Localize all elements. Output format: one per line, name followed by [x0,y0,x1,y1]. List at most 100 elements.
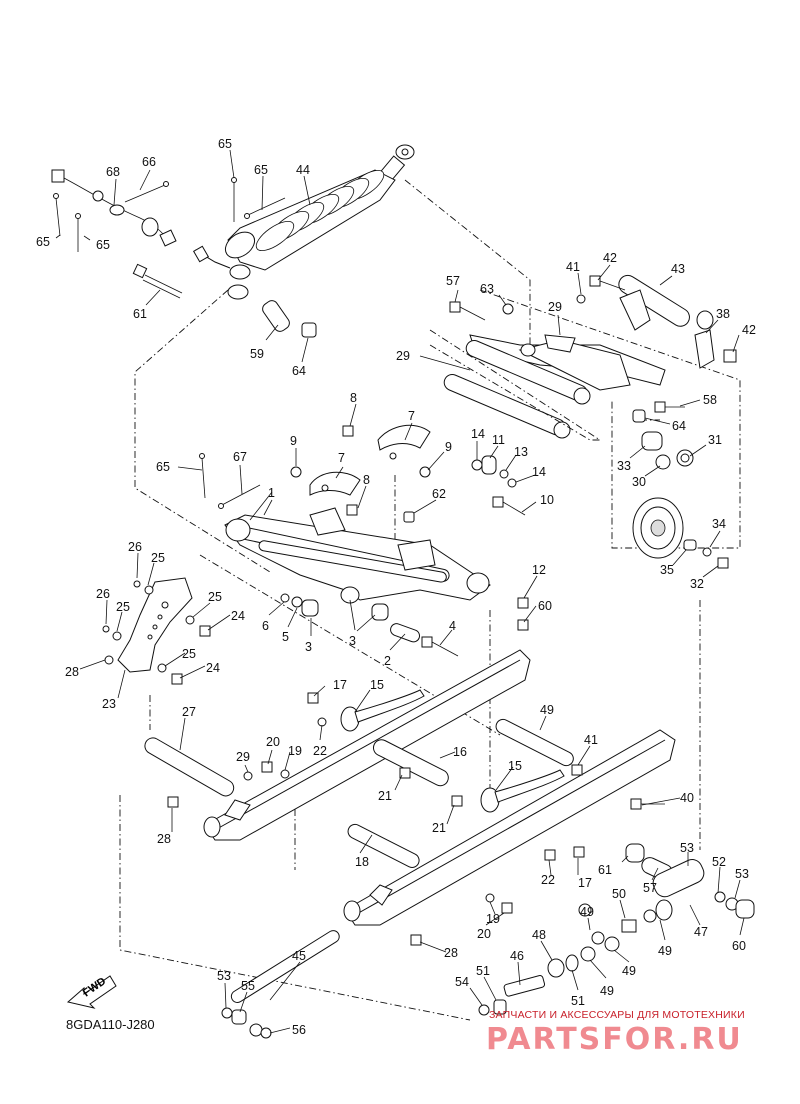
callout: 25 [182,647,196,661]
callout: 11 [492,433,505,447]
callout: 61 [133,307,147,321]
callout: 65 [218,137,232,151]
callout: 13 [514,445,528,459]
callout: 28 [157,832,171,846]
callout: 9 [290,434,297,448]
callout: 50 [612,887,626,901]
callout: 54 [455,975,469,989]
callout: 52 [712,855,726,869]
callout: 25 [151,551,165,565]
callout: 65 [254,163,268,177]
callout: 56 [292,1023,306,1037]
callout: 19 [486,912,500,926]
callout: 49 [580,905,594,919]
callout: 10 [540,493,554,507]
callout: 68 [106,165,120,179]
rear-axle-hardware [221,843,755,1039]
callout: 65 [156,460,170,474]
callout: 26 [128,540,142,554]
watermark-caption: ЗАПЧАСТИ И АКСЕССУАРЫ ДЛЯ МОТОТЕХНИКИ [489,1009,745,1021]
callout: 57 [643,881,657,895]
callout: 29 [396,349,410,363]
callout: 41 [566,260,580,274]
callout: 45 [292,949,306,963]
callout: 38 [716,307,730,321]
callout: 8 [350,391,357,405]
callout: 47 [694,925,708,939]
callout: 30 [632,475,646,489]
callout: 20 [266,735,280,749]
callout: 65 [96,238,110,252]
callout: 17 [578,876,592,890]
callout: 29 [236,750,250,764]
callout: 65 [36,235,50,249]
callout: 42 [742,323,756,337]
callout: 2 [384,654,391,668]
callout: 57 [446,274,460,288]
callout: 19 [288,744,302,758]
callout: 43 [671,262,685,276]
callout: 20 [477,927,491,941]
callout: 64 [292,364,306,378]
callout: 51 [571,994,585,1008]
callout: 28 [444,946,458,960]
callout: 7 [408,409,415,423]
callout: 46 [510,949,524,963]
callout: 64 [672,419,686,433]
callout: 53 [735,867,749,881]
callout: 55 [241,979,255,993]
callout: 32 [690,577,704,591]
callout: 3 [349,634,356,648]
callout: 49 [600,984,614,998]
callout: 7 [338,451,345,465]
callout: 15 [508,759,522,773]
callout: 41 [584,733,598,747]
callout: 59 [250,347,264,361]
callout: 66 [142,155,156,169]
callout: 21 [432,821,446,835]
callout: 6 [262,619,269,633]
rear-arm [443,274,715,439]
callout: 63 [480,282,494,296]
callout: 44 [296,163,310,177]
callout: 51 [476,964,490,978]
callout: 5 [282,630,289,644]
callout: 18 [355,855,369,869]
callout: 23 [102,697,116,711]
callout: 9 [445,440,452,454]
assembly-dashed-lines [119,179,741,1021]
link-bracket [102,577,211,685]
callout: 12 [532,563,546,577]
cable-ties [53,177,286,509]
callout: 15 [370,678,384,692]
callout: 14 [532,465,546,479]
callout: 22 [313,744,327,758]
callout: 67 [233,450,247,464]
callout: 8 [363,473,370,487]
front-arm [224,507,491,604]
callout: 40 [680,791,694,805]
callout: 31 [708,433,722,447]
callout: 24 [206,661,220,675]
shock-mount-hardware [132,263,317,338]
callout: 61 [598,863,612,877]
callout: 24 [231,609,245,623]
callout: 17 [333,678,347,692]
callout: 49 [622,964,636,978]
callout: 4 [449,619,456,633]
callout: 60 [538,599,552,613]
callout: 25 [208,590,222,604]
callout: 49 [540,703,554,717]
callout: 26 [96,587,110,601]
callout: 25 [116,600,130,614]
upper-hardware [449,275,737,470]
callout: 22 [541,873,555,887]
shock-absorber [192,144,415,300]
torsion-springs [340,689,565,813]
slide-rail-left [203,649,531,841]
callout: 60 [732,939,746,953]
diagram-code: 8GDA110-J280 [66,1017,155,1032]
callout: 16 [453,745,467,759]
rail-hardware [167,692,665,946]
callout: 33 [617,459,631,473]
